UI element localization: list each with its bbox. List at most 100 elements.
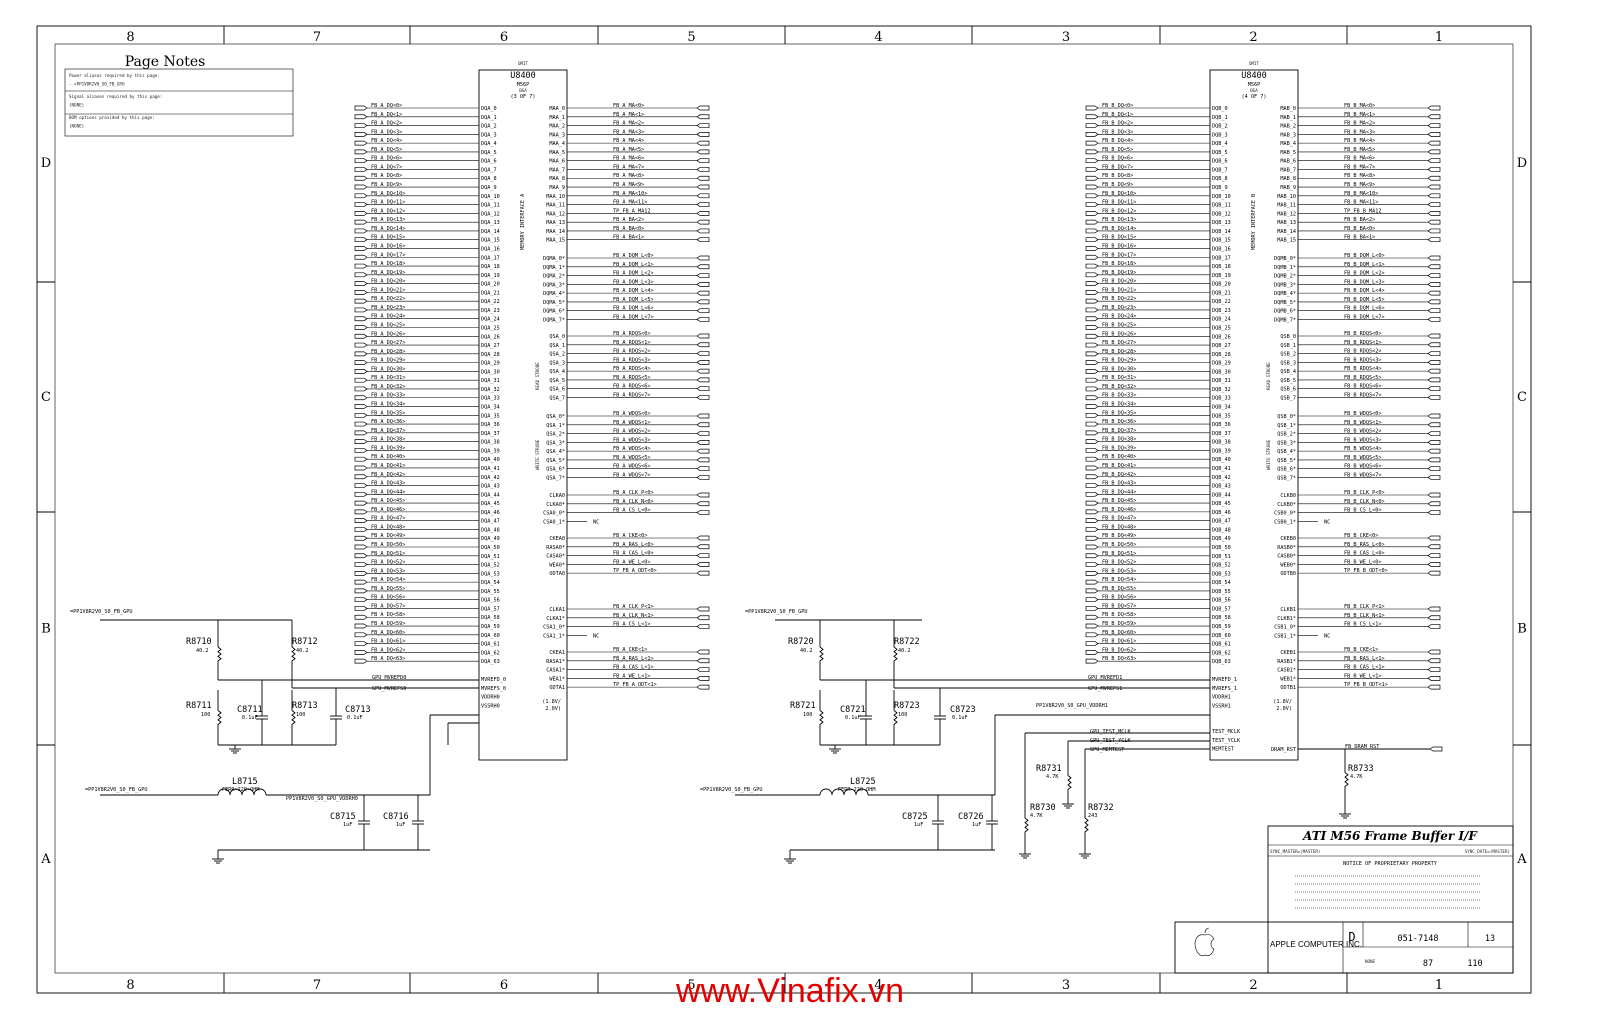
chip-a-dq-pin-name: DQA_21 [481, 290, 500, 296]
chip-b-signal-connector [1427, 351, 1441, 356]
chip-b-signal-connector [1427, 149, 1441, 155]
chip-b-signal-net: FB_B_MA<8> [1344, 173, 1375, 179]
chip-b-signal-net: FB_B_WDQS<4> [1344, 446, 1381, 452]
chip-a-dq-net: FB_A_DQ<63> [371, 656, 405, 662]
c8711-refdes: C8711 [237, 705, 263, 715]
chip-a-dq-pin-name: DQA_51 [481, 554, 500, 560]
chip-a-dq-pin-name: DQA_6 [481, 159, 497, 165]
chip-b-dq-net: FB_B_DQ<62> [1102, 647, 1136, 653]
chip-b-signal-connector [1427, 649, 1441, 655]
zone-column-label: 8 [126, 978, 134, 993]
chip-a-signal-net: FB_A_RDQS<2> [613, 349, 650, 355]
chip-b-dq-net: FB_B_DQ<10> [1102, 191, 1136, 197]
chip-b-interface-label: MEMORY INTERFACE B [1251, 194, 1257, 250]
chip-a-signal-connector [696, 377, 710, 383]
chip-a-dq-net: FB_A_DQ<45> [371, 498, 405, 504]
chip-b-dq-net: FB_B_DQ<48> [1102, 524, 1136, 530]
chip-b-dq-pin-name: DQB_19 [1212, 273, 1231, 279]
resistor-r8733 [1344, 772, 1349, 787]
zone-column-label: 1 [1435, 978, 1443, 993]
chip-a-signal-net: FB_A_WDQS<5> [613, 455, 650, 461]
chip-b-signal-net: FB_B_DQM_L<3> [1344, 279, 1385, 285]
chip-b-signal-net: FB_B_WDQS<1> [1344, 420, 1381, 426]
chip-a-dq-pin-name: DQA_26 [481, 334, 500, 340]
chip-a-part: M56P [517, 82, 530, 88]
chip-b-signal-connector [1427, 131, 1441, 137]
chip-b-dq-net: FB_B_DQ<1> [1102, 112, 1133, 118]
chip-b-signal-connector [1427, 184, 1441, 190]
chip-b-signal-connector [1427, 211, 1441, 216]
chip-b-dq-pin-name: DQB_24 [1212, 317, 1231, 323]
r8730-refdes: R8730 [1030, 803, 1056, 813]
chip-b-part: M56P [1248, 82, 1261, 88]
chip-b-signal-connector [1427, 368, 1441, 374]
chip-a-pin-name: QSA_2 [549, 352, 565, 358]
chip-b-signal-net: FB_B_CAS_L<0> [1344, 551, 1385, 557]
chip-b-signal-net: FB_B_CKE<1> [1344, 647, 1378, 653]
chip-b-dq-connector [1085, 509, 1099, 515]
drawing-title: ATI M56 Frame Buffer I/F [1302, 829, 1478, 843]
chip-b-signal-connector [1427, 466, 1441, 472]
chip-b-dq-connector [1085, 395, 1099, 401]
chip-b-signal-connector [1427, 395, 1441, 400]
chip-b-pin-name: QSB_0 [1280, 334, 1296, 340]
c8711-value: 0.1uF [242, 715, 258, 721]
chip-b-dq-net: FB_B_DQ<15> [1102, 235, 1136, 241]
chip-b-signal-connector [1427, 386, 1441, 392]
chip-b-dq-pin-name: DQB_7 [1212, 167, 1228, 173]
chip-a-signal-connector [696, 439, 710, 445]
c8725-value: 1uF [914, 822, 923, 828]
chip-a-dq-net: FB_A_DQ<27> [371, 340, 405, 346]
chip-a-pin-name: MAA_14 [546, 229, 565, 235]
chip-b-dq-pin-name: DQB_20 [1212, 282, 1231, 288]
chip-a-dq-connector [354, 465, 368, 471]
chip-b-dq-net: FB_B_DQ<50> [1102, 542, 1136, 548]
chip-a-pin-name: QSA_3 [549, 360, 565, 366]
chip-a-dq-connector [354, 211, 368, 216]
chip-b-dq-net: FB_B_DQ<30> [1102, 366, 1136, 372]
chip-b-signal-net: FB_B_CS_L<0> [1344, 508, 1381, 514]
chip-a-dq-connector [354, 491, 368, 497]
resistor-r8710 [217, 646, 222, 662]
chip-a-signal-connector [696, 140, 710, 146]
chip-a-dq-connector [354, 544, 368, 550]
chip-a-dq-net: FB_A_DQ<60> [371, 630, 405, 636]
chip-b-dq-pin-name: DQB_41 [1212, 466, 1231, 472]
chip-b-dq-net: FB_B_DQ<63> [1102, 656, 1136, 662]
chip-a-signal-connector [696, 624, 710, 629]
chip-a-signal-connector [696, 501, 710, 507]
chip-a-dq-pin-name: DQA_33 [481, 396, 500, 402]
zone-row-label: B [1517, 622, 1527, 637]
chip-a-dq-pin-name: DQA_52 [481, 563, 500, 569]
chip-a-dq-pin-name: DQA_57 [481, 606, 500, 612]
chip-a-dq-net: FB_A_DQ<47> [371, 516, 405, 522]
chip-b-signal-net: FB_B_MA<2> [1344, 121, 1375, 127]
chip-a-dq-connector [354, 175, 368, 181]
c8726-value: 1uF [972, 822, 981, 828]
chip-a-dq-connector [354, 632, 368, 638]
chip-a-dq-pin-name: DQA_60 [481, 633, 500, 639]
chip-b-dq-connector [1085, 544, 1099, 550]
chip-a-dq-connector [354, 500, 368, 506]
chip-a-dq-net: FB_A_DQ<1> [371, 112, 402, 118]
chip-a-dq-connector [354, 202, 368, 207]
chip-b-pin-name: QSB_2* [1277, 432, 1296, 438]
chip-b-pin-name: MAB_8 [1280, 176, 1296, 182]
scale-value: NONE [1365, 959, 1376, 964]
vddrh0-net-label: PP1V8R2V0_S0_GPU_VDDRH0 [286, 796, 358, 802]
chip-b-pin-name: QSB_5* [1277, 458, 1296, 464]
chip-b-signal-connector [1427, 570, 1441, 576]
chip-a-signal-net: FB_A_CS_L<0> [613, 508, 650, 514]
zone-column-label: 7 [313, 978, 321, 993]
chip-b-signal-net: FB_B_CS_L<1> [1344, 622, 1381, 628]
chip-b-dq-net: FB_B_DQ<31> [1102, 375, 1136, 381]
chip-b-signal-net: FB_B_BA<0> [1344, 226, 1375, 232]
chip-a-signal-net: FB_A_DQM_L<5> [613, 297, 654, 303]
chip-b-dq-net: FB_B_DQ<0> [1102, 103, 1133, 109]
chip-a-dq-pin-name: DQA_30 [481, 369, 500, 375]
chip-b-dq-pin-name: DQB_57 [1212, 606, 1231, 612]
chip-a-dq-net: FB_A_DQ<12> [371, 208, 405, 214]
chip-a-dq-net: FB_A_DQ<42> [371, 472, 405, 478]
chip-b-pin-name: DQMB_4* [1274, 291, 1296, 297]
